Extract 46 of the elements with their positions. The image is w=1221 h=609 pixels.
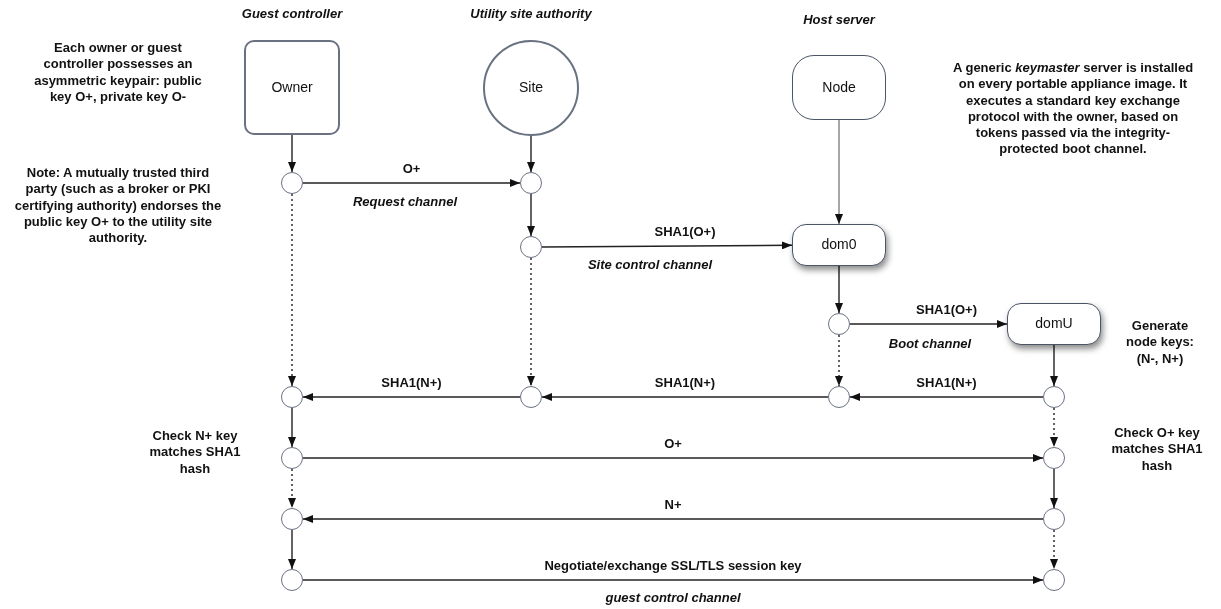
arrow [302,576,1044,584]
heading-label: Guest controller [240,6,344,23]
node-label: dom0 [821,236,857,254]
note-text: Generate node keys: (N-, N+) [1125,318,1195,367]
arrow [1050,344,1058,387]
arrow [527,135,535,173]
heading-label: Site control channel [586,257,714,274]
arrow [288,193,296,387]
arrow [541,393,829,401]
arrow [849,393,1044,401]
arrow [1050,468,1058,509]
node-label: domU [1035,315,1073,333]
heading-label: Host server [802,12,877,29]
node-label: Site [518,79,544,97]
note-text: Check N+ key matches SHA1 hash [148,428,242,477]
heading-label: guest control channel [604,590,742,607]
arrow [288,134,296,173]
process-box [1007,303,1101,345]
arrow [302,393,521,401]
note-text: Check O+ key matches SHA1 hash [1110,425,1204,474]
process-box [244,40,340,135]
heading-label: Utility site authority [469,6,593,23]
arrow [1050,407,1058,448]
arrow [835,265,843,314]
node-label: Owner [271,78,313,97]
arrow [288,468,296,509]
heading-label: Request channel [352,194,459,211]
note-text: Note: A mutually trusted third party (such as a broker or PKI certifying authority) endorses the public key O+ to the utility site authority. [13,165,223,247]
arrow [849,320,1008,328]
note-text: A generic keymaster server is installed on every portable appliance image. It executes a standard key exchange protocol with the owner, based on tokens passed via the integrity-protected boot channel. [951,60,1195,158]
arrow [302,515,1044,523]
process-box [792,55,886,120]
arrow [1050,529,1058,570]
note-text: Each owner or guest controller possesses an asymmetric keypair: public key O+, private key O- [33,40,203,105]
arrow [541,241,793,250]
arrow [835,334,843,387]
arrow [288,529,296,570]
arrow [835,119,843,225]
arrow [527,193,535,237]
heading-label: Boot channel [887,336,973,353]
arrow [302,454,1044,462]
arrow [302,179,521,187]
arrow [288,407,296,448]
node-label: Node [822,78,856,97]
arrow [527,257,535,387]
process-box [792,224,886,266]
